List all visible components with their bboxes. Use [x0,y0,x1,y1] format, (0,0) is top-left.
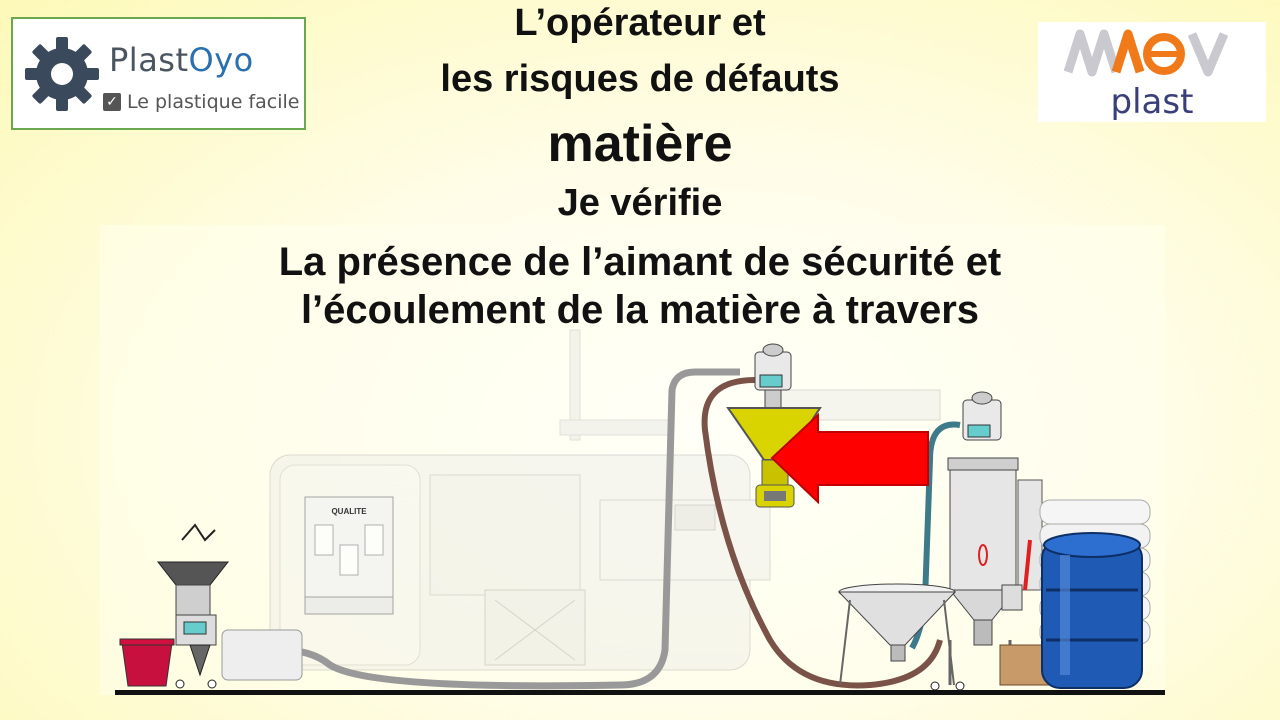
awev-plast-logo: plast [1038,22,1266,122]
check-icon: ✓ [103,93,121,111]
funnel [837,583,965,691]
grey-transport-hose [229,368,740,690]
awev-mark-icon [1063,29,1229,77]
title-line-1: L’opérateur et [514,2,766,44]
hopper-loader [754,343,792,409]
logo-text: plast [1110,82,1194,122]
red-arrow-icon [770,412,929,505]
floor-line [115,690,1165,695]
brand-tagline: ✓ Le plastique facile [103,91,299,113]
injection-molding-machine [269,329,941,671]
yellow-hopper-magnet [726,407,822,508]
gear-icon [25,37,99,111]
title-line-2: les risques de défauts [440,58,840,100]
brown-transport-hose [701,377,943,689]
small-unit [221,629,303,681]
grinder [156,523,230,689]
blue-drum [1041,532,1143,689]
title-line-6: l’écoulement de la matière à travers [300,288,980,332]
teal-hose [909,421,961,650]
title-line-4: Je vérifie [557,182,723,224]
red-bin [121,642,173,687]
quality-cabinet [304,496,394,615]
title-line-3: matière [547,115,733,173]
dryer-silo [947,391,1043,685]
title-line-5: La présence de l’aimant de sécurité et [278,240,1002,284]
title-line-5-6: La présence de l’aimant de sécurité et l… [0,238,1280,334]
plastoyo-logo: PlastOyo ✓ Le plastique facile [11,17,306,130]
brand-name: PlastOyo [109,41,254,79]
cabinet-label: QUALITE [331,507,367,516]
